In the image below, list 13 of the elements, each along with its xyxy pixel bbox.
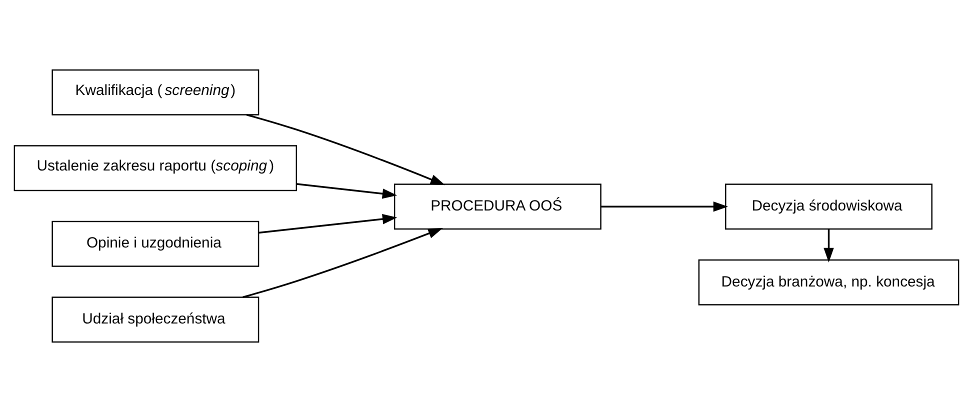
node-box: Ustalenie zakresu raportu (scoping) <box>14 144 298 191</box>
arrow <box>296 182 398 198</box>
arrow <box>601 200 728 212</box>
node-box: Opinie i uzgodnienia <box>52 220 260 266</box>
arrow <box>258 214 398 234</box>
arrow <box>242 228 443 298</box>
node-box: Decyzja środowiskowa <box>725 183 932 230</box>
node-box: PROCEDURA OOŚ <box>394 183 602 230</box>
arrow <box>246 113 446 185</box>
node-box: Decyzja branżowa, np. koncesja <box>698 258 960 305</box>
node-box: Kwalifikacja (screening) <box>52 68 260 115</box>
node-box: Udział społeczeństwa <box>52 296 260 342</box>
arrow <box>824 228 834 262</box>
